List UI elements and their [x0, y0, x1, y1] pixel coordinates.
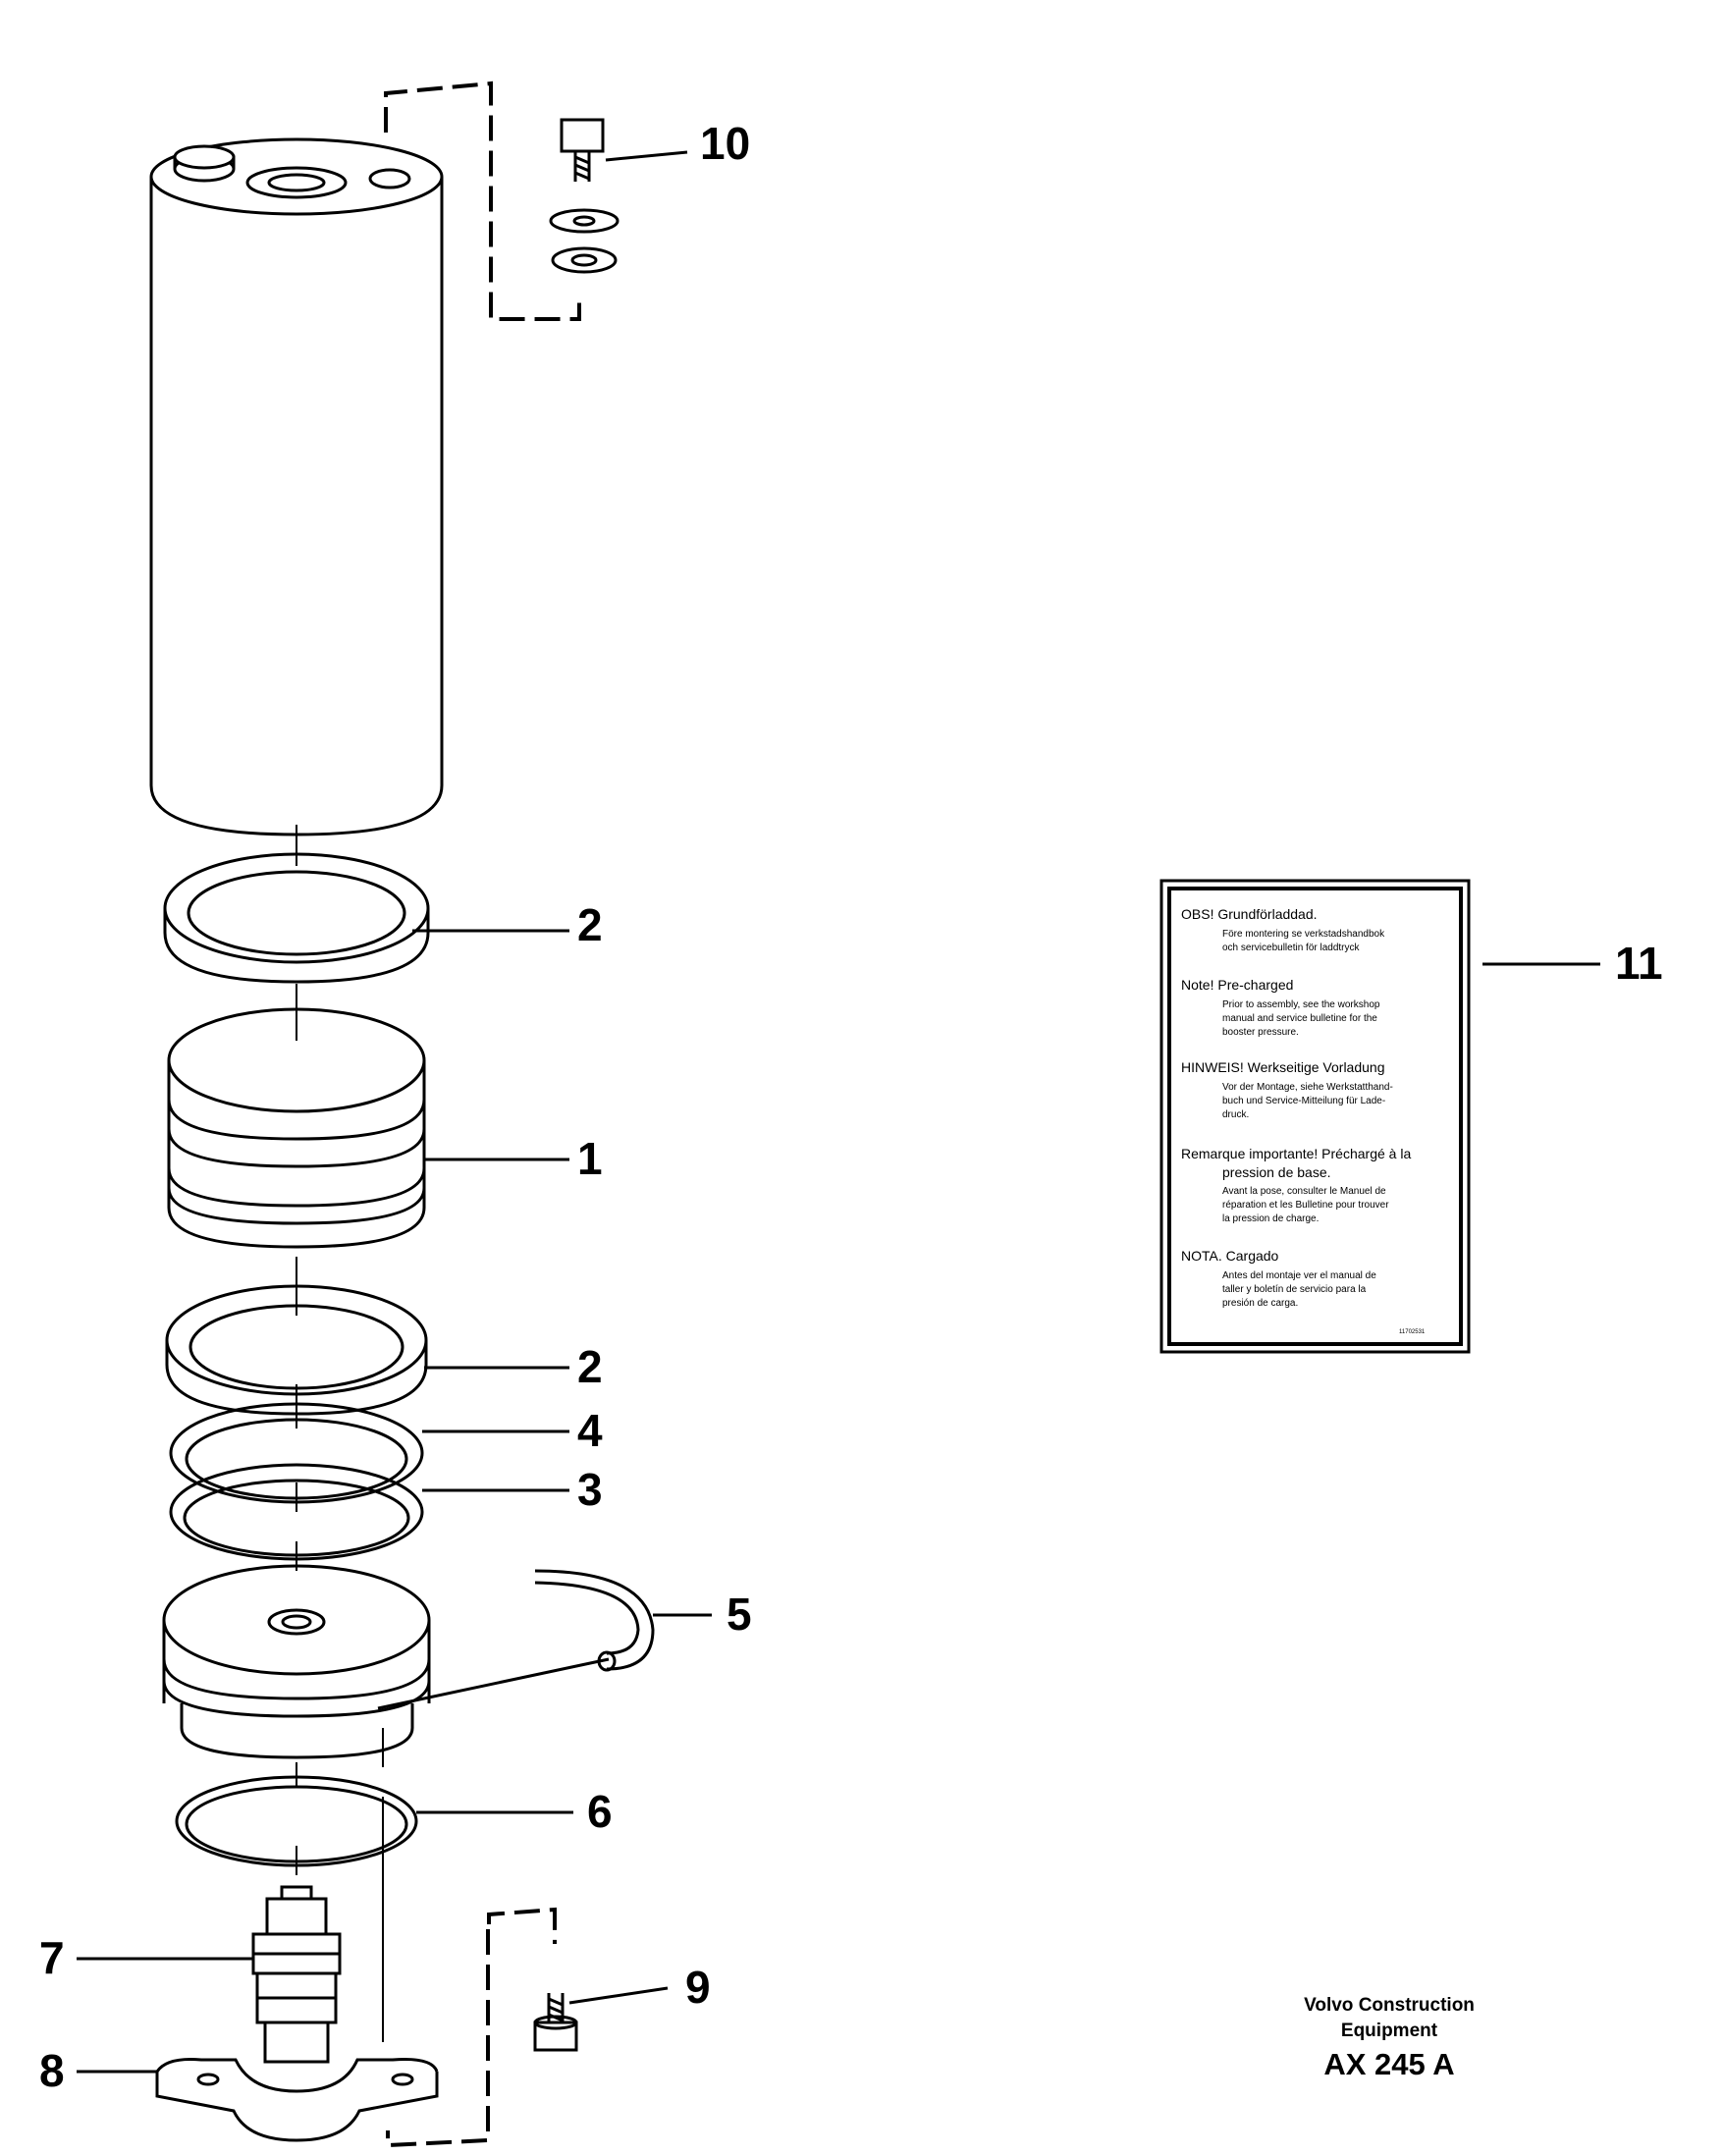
callout-1: 1 — [577, 1133, 603, 1184]
label-nota-line-2: taller y boletín de servicio para la — [1222, 1284, 1367, 1295]
assembly-bracket-top — [384, 81, 581, 321]
part-9-screw — [533, 1993, 578, 2052]
label-note-line-1: Prior to assembly, see the workshop — [1222, 999, 1380, 1010]
label-hinweis-line-1: Vor der Montage, siehe Werkstatthand- — [1222, 1082, 1393, 1093]
label-plate-text: OBS! Grundförladdad. Före montering se v… — [1181, 906, 1426, 1335]
part-3-backup-ring — [169, 1463, 424, 1561]
callout-6: 6 — [587, 1786, 613, 1837]
end-cap — [162, 1564, 610, 1759]
part-2-ring-lower — [165, 1284, 428, 1416]
label-remarque-line-1: Avant la pose, consulter le Manuel de — [1222, 1186, 1386, 1197]
part-4-o-ring — [169, 1402, 424, 1504]
assembly-bracket-bottom — [386, 1907, 557, 2148]
part-5-curved-pin — [534, 1569, 655, 1672]
callout-10: 10 — [700, 118, 750, 169]
callout-numbers: 10 2 1 2 4 3 5 6 7 8 9 11 — [39, 118, 1663, 2096]
part-1-piston — [167, 1007, 426, 1249]
label-remarque-heading: Remarque importante! Préchargé à la — [1181, 1146, 1411, 1161]
drawing-code: AX 245 A — [1323, 2047, 1455, 2081]
label-nota-line-3: presión de carga. — [1222, 1298, 1298, 1309]
label-note-line-3: booster pressure. — [1222, 1027, 1299, 1038]
label-note-line-2: manual and service bulletine for the — [1222, 1013, 1377, 1024]
label-nota-heading: NOTA. Cargado — [1181, 1248, 1279, 1264]
label-remarque-heading-2: pression de base. — [1222, 1164, 1331, 1180]
part-8-clamp — [155, 2058, 439, 2142]
part-11-label-plate — [1159, 879, 1471, 1354]
callout-4: 4 — [577, 1405, 603, 1456]
manufacturer-name-line-1: Volvo Construction — [1304, 1995, 1475, 2016]
callout-5: 5 — [727, 1589, 752, 1640]
part-10-washer-1 — [549, 208, 620, 234]
part-6-o-ring — [175, 1775, 418, 1867]
callout-9: 9 — [685, 1962, 711, 2013]
callout-3: 3 — [577, 1464, 603, 1515]
label-hinweis-line-3: druck. — [1222, 1109, 1249, 1120]
label-obs-heading: OBS! Grundförladdad. — [1181, 906, 1318, 922]
label-hinweis-heading: HINWEIS! Werkseitige Vorladung — [1181, 1059, 1385, 1075]
label-obs-line-2: och servicebulletin för laddtryck — [1222, 943, 1361, 953]
label-remarque-line-3: la pression de charge. — [1222, 1213, 1319, 1224]
label-remarque-line-2: réparation et les Bulletine pour trouver — [1222, 1200, 1389, 1211]
callout-7: 7 — [39, 1932, 65, 1983]
callout-2-upper: 2 — [577, 899, 603, 950]
leader-lines — [77, 150, 1600, 2074]
part-7-valve — [251, 1885, 342, 2064]
label-hinweis-line-2: buch und Service-Mitteilung für Lade- — [1222, 1096, 1385, 1106]
label-note-heading: Note! Pre-charged — [1181, 977, 1293, 993]
part-10-bolt — [560, 118, 605, 182]
callout-2-lower: 2 — [577, 1341, 603, 1392]
label-nota-line-1: Antes del montaje ver el manual de — [1222, 1270, 1376, 1281]
label-part-code: 11702531 — [1399, 1329, 1426, 1335]
accumulator-cylinder — [149, 137, 444, 836]
manufacturer-name-line-2: Equipment — [1340, 2021, 1438, 2041]
callout-11: 11 — [1615, 938, 1663, 989]
callout-8: 8 — [39, 2045, 65, 2096]
part-2-ring-upper — [163, 852, 430, 984]
part-10-washer-2 — [551, 246, 618, 274]
label-obs-line-1: Före montering se verkstadshandbok — [1222, 929, 1385, 940]
